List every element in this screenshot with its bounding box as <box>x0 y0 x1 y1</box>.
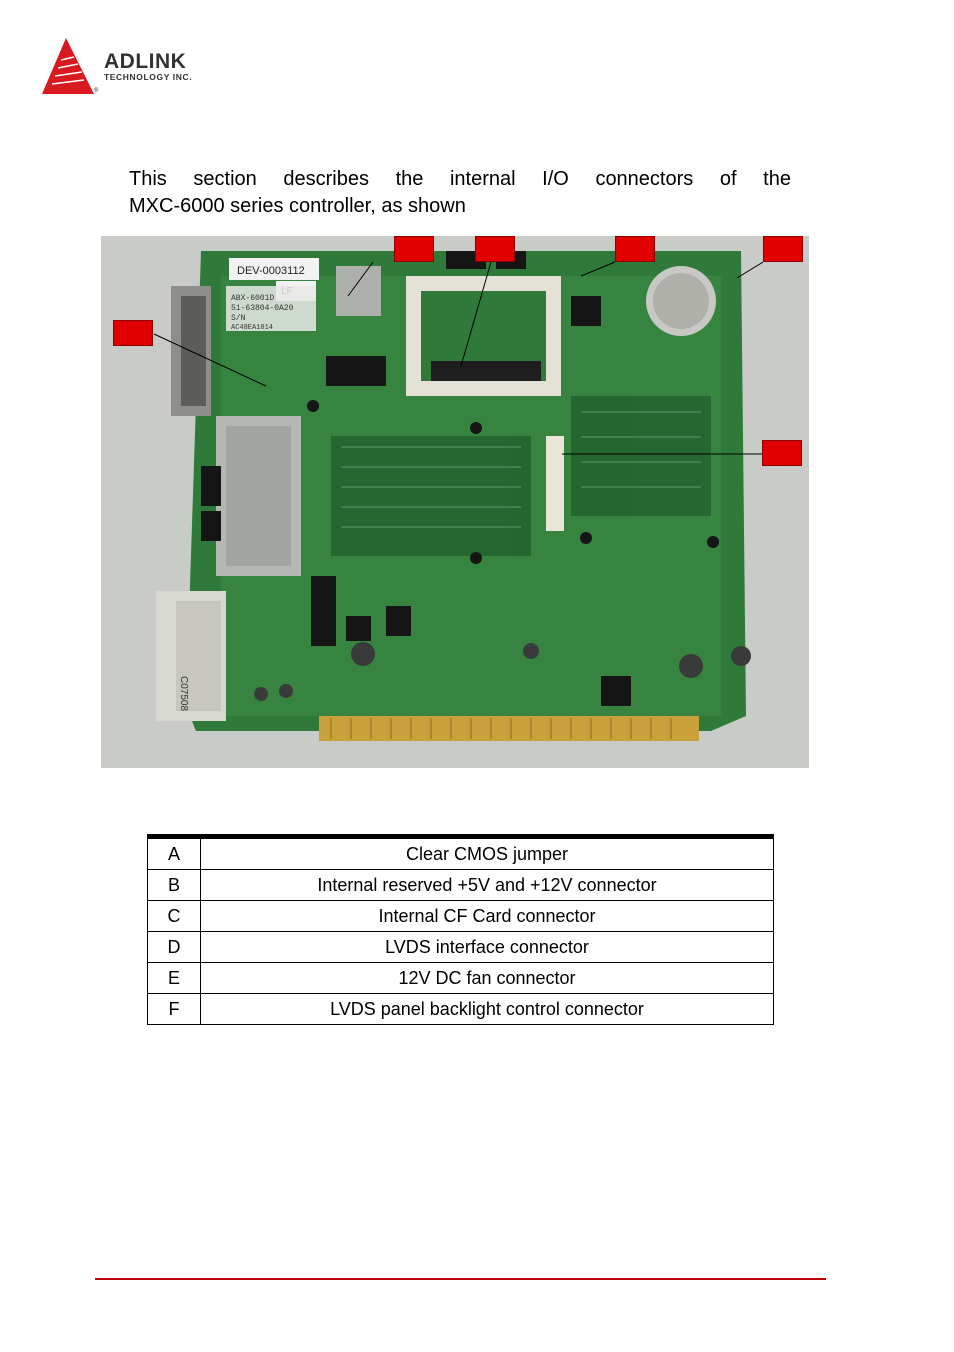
footer-divider <box>95 1278 826 1280</box>
table-row: B Internal reserved +5V and +12V connect… <box>147 869 774 901</box>
board-label-sn: S/N <box>231 314 246 323</box>
table-row: A Clear CMOS jumper <box>147 836 774 870</box>
connector-description: LVDS panel backlight control connector <box>200 993 774 1025</box>
intro-line-1: This section describes the internal I/O … <box>129 168 791 190</box>
table-row: E 12V DC fan connector <box>147 962 774 994</box>
board-label-part: 51-63804-0A20 <box>231 304 294 313</box>
brand-name: ADLINK <box>104 50 187 73</box>
intro-line-2: MXC-6000 series controller, as shown <box>129 195 466 217</box>
connector-description: Internal reserved +5V and +12V connector <box>200 869 774 901</box>
connector-description: Clear CMOS jumper <box>200 836 774 870</box>
board-photo: DEV-0003112 LF ABX-6001D 51-63804-0A20 S… <box>101 236 809 768</box>
intro-paragraph: This section describes the internal I/O … <box>129 166 791 220</box>
table-row: F LVDS panel backlight control connector <box>147 993 774 1025</box>
callout-marker <box>615 236 655 262</box>
callout-marker <box>763 236 803 262</box>
connector-key: D <box>147 931 201 963</box>
connector-table: A Clear CMOS jumper B Internal reserved … <box>147 834 774 1025</box>
connector-key: C <box>147 900 201 932</box>
adlink-logo <box>42 38 94 94</box>
board-label-model: ABX-6001D <box>231 294 274 303</box>
board-label-dvi: C07508 <box>178 676 189 711</box>
callout-marker <box>113 320 153 346</box>
table-row: C Internal CF Card connector <box>147 900 774 932</box>
board-label-serial: AC48EA1014 <box>231 324 273 332</box>
connector-description: Internal CF Card connector <box>200 900 774 932</box>
connector-description: LVDS interface connector <box>200 931 774 963</box>
table-row: D LVDS interface connector <box>147 931 774 963</box>
connector-key: A <box>147 836 201 870</box>
registered-mark: ® <box>94 88 99 94</box>
brand-subtitle: TECHNOLOGY INC. <box>104 72 193 82</box>
callout-marker <box>475 236 515 262</box>
connector-key: E <box>147 962 201 994</box>
connector-key: B <box>147 869 201 901</box>
board-label-dev: DEV-0003112 <box>237 265 305 277</box>
callout-marker <box>762 440 802 466</box>
connector-description: 12V DC fan connector <box>200 962 774 994</box>
callout-marker <box>394 236 434 262</box>
connector-key: F <box>147 993 201 1025</box>
